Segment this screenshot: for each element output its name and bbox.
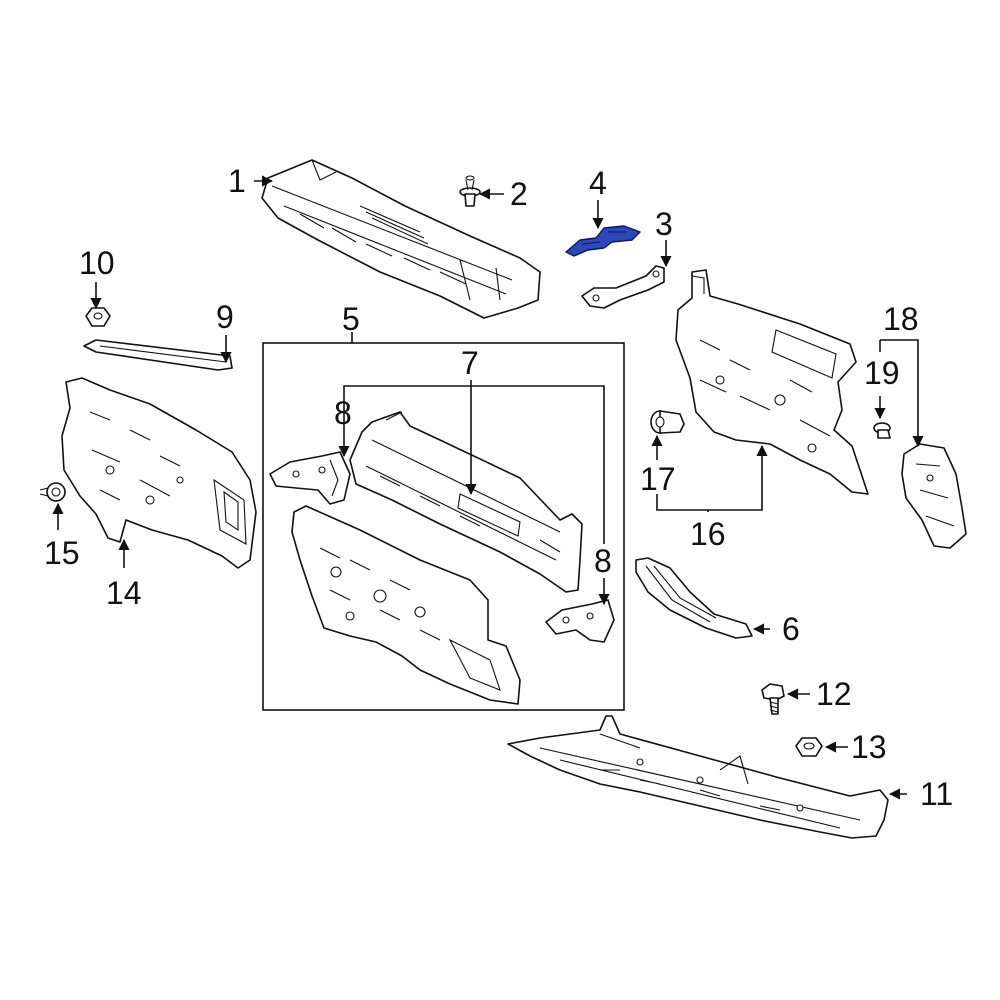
callout-1: 1 (228, 163, 246, 199)
callout-3: 3 (655, 206, 673, 242)
dash-panel[interactable] (291, 505, 521, 705)
part-3-brace[interactable] (581, 265, 665, 309)
callout-4: 4 (589, 165, 607, 201)
callout-13: 13 (851, 729, 887, 765)
part-16-insulator[interactable] (675, 269, 869, 495)
callout-14: 14 (106, 575, 142, 611)
part-15-clip[interactable] (39, 482, 66, 502)
callout-17: 17 (640, 461, 676, 497)
part-9-rod[interactable] (83, 339, 233, 371)
part-4-bracket-highlighted[interactable] (565, 225, 641, 257)
part-11-member[interactable] (507, 715, 889, 839)
callout-16: 16 (690, 516, 726, 552)
part-19-clip[interactable] (873, 422, 891, 439)
leader-lines (52, 175, 924, 800)
part-13-nut[interactable] (795, 737, 823, 757)
callout-7: 7 (461, 345, 479, 381)
part-7-cowl-member[interactable] (349, 411, 583, 593)
part-1-cowl-panel[interactable] (261, 159, 541, 319)
part-2-clip[interactable] (459, 175, 481, 207)
part-12-bolt[interactable] (761, 683, 785, 715)
callout-12: 12 (816, 676, 852, 712)
part-6-panel[interactable] (635, 557, 753, 639)
callout-15: 15 (44, 535, 80, 571)
callout-6: 6 (782, 611, 800, 647)
callout-2: 2 (510, 176, 528, 212)
callout-11: 11 (920, 776, 953, 812)
part-14-insulator[interactable] (61, 377, 257, 569)
part-18-insulator[interactable] (901, 443, 967, 549)
callout-5: 5 (342, 301, 360, 337)
callout-8-left: 8 (334, 395, 352, 431)
callout-18: 18 (883, 301, 919, 337)
part-17-plug[interactable] (650, 410, 685, 434)
part-10-nut[interactable] (85, 307, 111, 327)
callout-19: 19 (864, 355, 900, 391)
part-8-bracket-right[interactable] (545, 599, 615, 643)
callout-10: 10 (79, 245, 115, 281)
assembly-5-frame (262, 342, 625, 711)
part-8-bracket-left[interactable] (269, 451, 351, 505)
callout-8-right: 8 (594, 543, 612, 579)
callout-labels: 1 2 3 4 5 6 7 8 8 9 10 11 12 13 14 15 16… (44, 163, 953, 812)
callout-9: 9 (216, 299, 234, 335)
